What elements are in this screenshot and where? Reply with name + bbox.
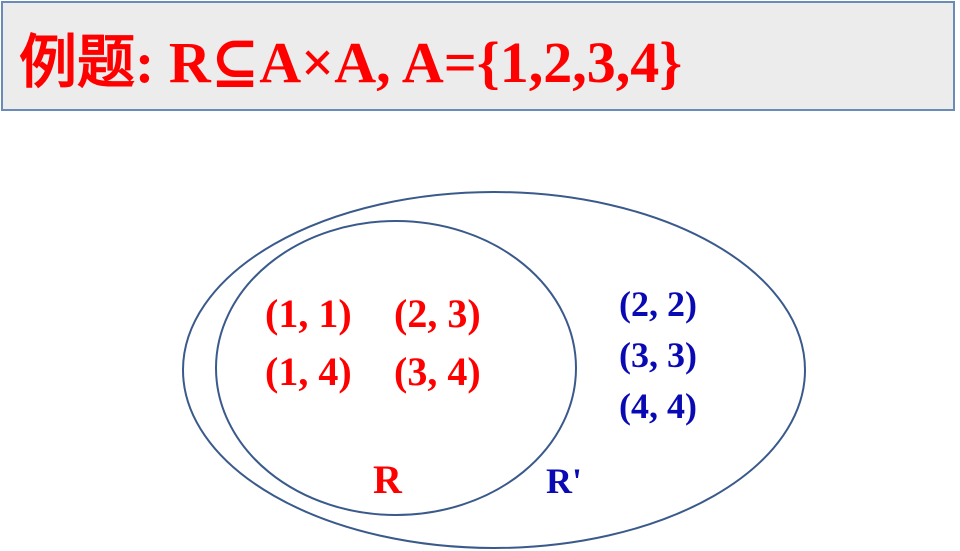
outer-pair: (4, 4) [619, 386, 697, 426]
outer-pair: (2, 2) [619, 284, 697, 324]
inner-set-ellipse [215, 220, 577, 516]
inner-pair: (3, 4) [394, 349, 481, 394]
inner-set-label: R [373, 457, 402, 502]
inner-pair: (1, 1) [265, 291, 352, 336]
inner-pair: (2, 3) [394, 291, 481, 336]
page-title: 例题: R⊆A×A, A={1,2,3,4} [19, 30, 683, 95]
inner-pair: (1, 4) [265, 349, 352, 394]
title-banner: 例题: R⊆A×A, A={1,2,3,4} [1, 1, 955, 111]
outer-set-label: R' [546, 461, 582, 501]
outer-pair: (3, 3) [619, 335, 697, 375]
outer-set-ellipse [182, 191, 806, 549]
